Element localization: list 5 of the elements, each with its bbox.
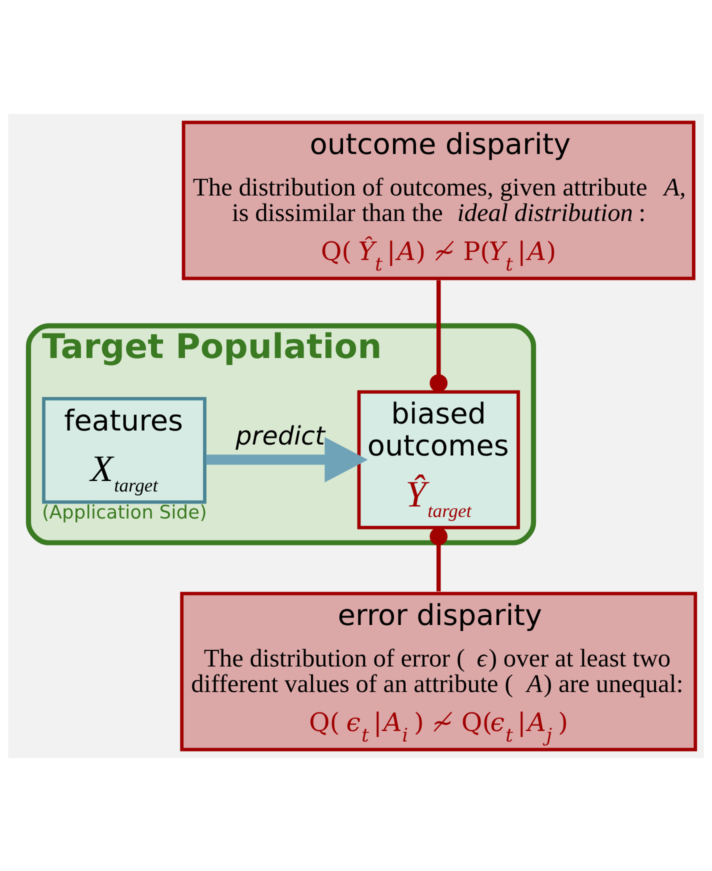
edge-label: predict bbox=[236, 420, 325, 450]
connector bbox=[430, 280, 448, 392]
arrow bbox=[206, 436, 368, 482]
connector bbox=[430, 527, 448, 591]
node-label: (Application Side) bbox=[42, 502, 207, 524]
